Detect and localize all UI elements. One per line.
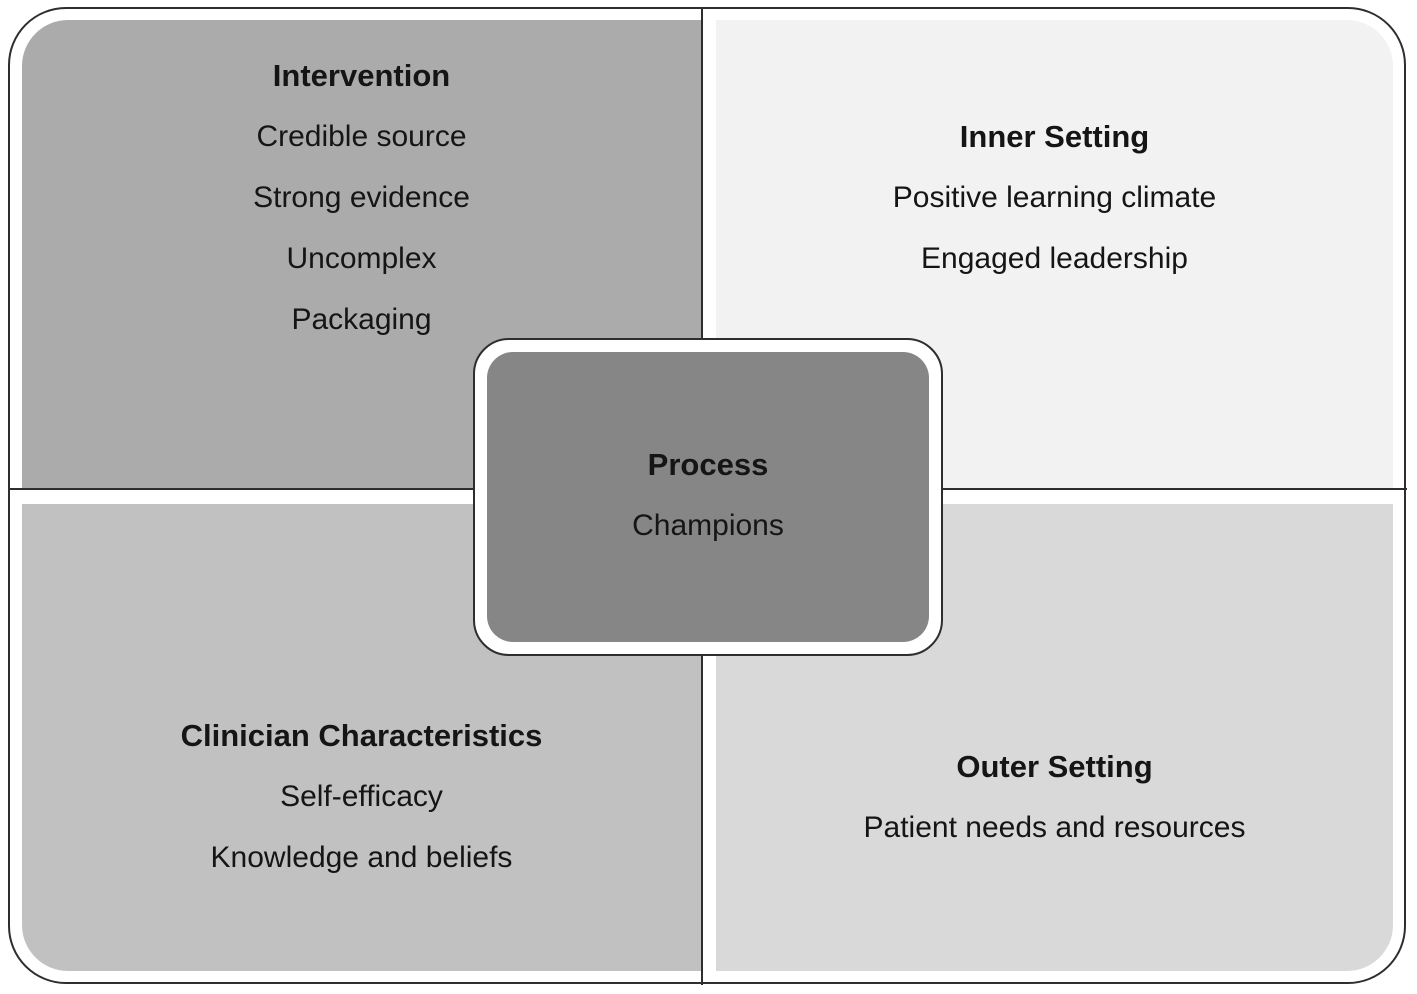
quadrant-inner-setting-text: Inner Setting Positive learning climate … <box>716 106 1393 289</box>
process-box <box>473 338 943 656</box>
process-box-fill <box>487 352 929 642</box>
quadrant-item: Uncomplex <box>286 242 437 275</box>
quadrant-outer-setting-text: Outer Setting Patient needs and resource… <box>716 736 1393 858</box>
quadrant-item: Positive learning climate <box>892 181 1217 214</box>
process-box-text: Process Champions <box>473 434 943 556</box>
quadrant-title: Outer Setting <box>956 749 1153 784</box>
quadrant-item: Strong evidence <box>253 181 470 214</box>
quadrant-title: Inner Setting <box>959 119 1150 154</box>
quadrant-title: Clinician Characteristics <box>180 718 543 753</box>
quadrant-title: Intervention <box>272 58 451 93</box>
center-title: Process <box>647 447 769 482</box>
quadrant-item: Credible source <box>256 120 467 153</box>
quadrant-item: Knowledge and beliefs <box>210 841 513 874</box>
quadrant-item: Packaging <box>291 303 432 336</box>
quadrant-item: Engaged leadership <box>921 242 1188 275</box>
quadrant-item: Patient needs and resources <box>863 811 1246 844</box>
quadrant-clinician-characteristics-text: Clinician Characteristics Self-efficacy … <box>22 705 701 888</box>
center-item: Champions <box>632 509 784 542</box>
quadrant-intervention-text: Intervention Credible source Strong evid… <box>22 45 701 350</box>
quadrant-item: Self-efficacy <box>280 780 443 813</box>
